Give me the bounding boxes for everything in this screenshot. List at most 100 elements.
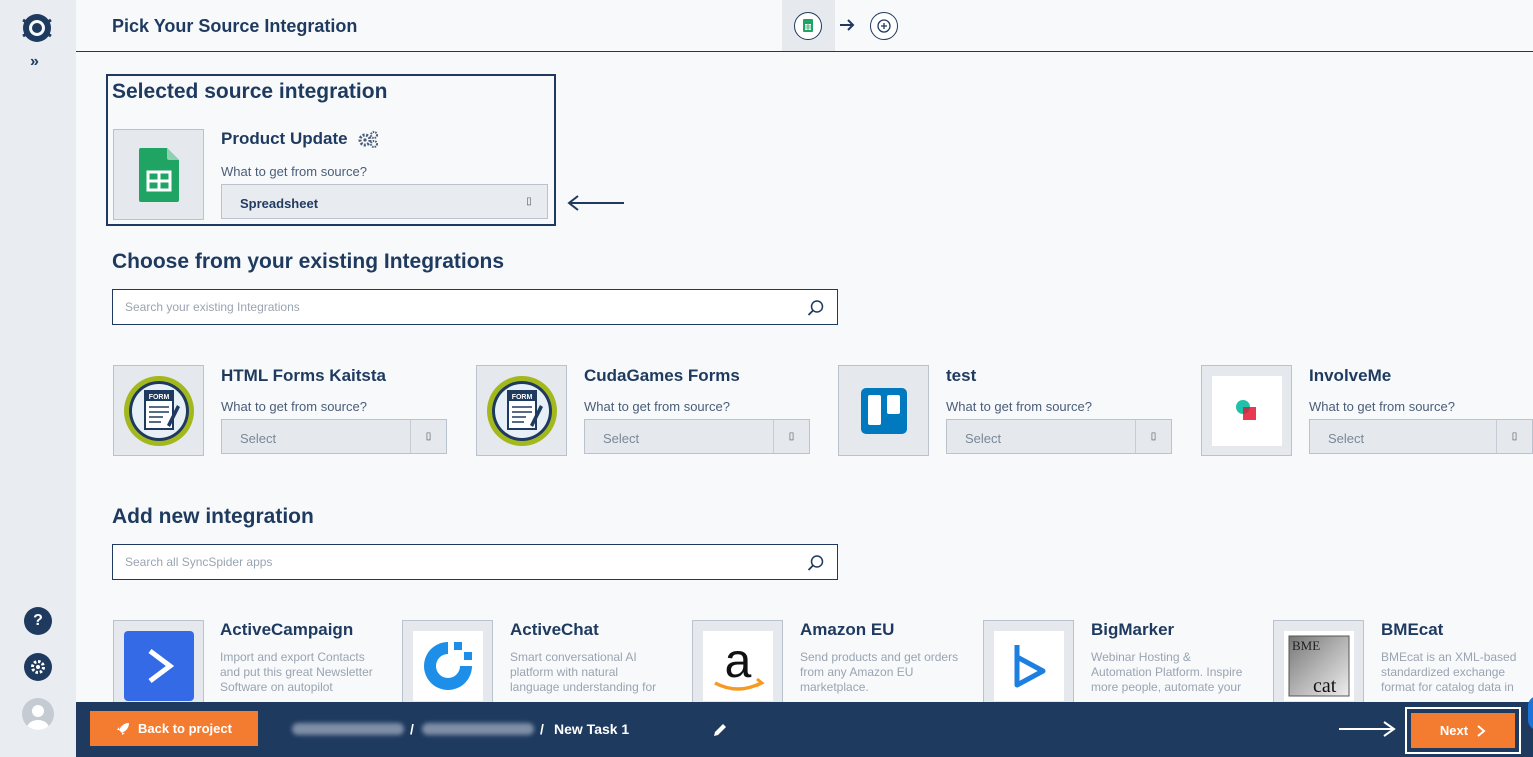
app-tile-bmecat[interactable]: BME cat [1273,620,1364,711]
existing-name: test [946,366,977,385]
selected-source-value: Spreadsheet [240,196,319,211]
existing-name: InvolveMe [1309,366,1392,385]
bottom-bar: Back to project / / New Task 1 Next [76,696,1533,757]
existing-what-label: What to get from source? [1309,399,1455,414]
existing-select-dropdown[interactable]: Select ▯ [946,419,1172,454]
dropdown-caret-icon: ▯ [526,196,532,207]
dropdown-caret-icon: ▯ [773,420,809,453]
involveme-icon [1235,399,1256,420]
google-sheets-step-icon[interactable] [794,12,822,40]
app-tile-activechat[interactable] [402,620,493,711]
user-avatar[interactable] [22,698,54,730]
step-indicator [782,0,907,51]
selected-integration-name: Product Update [221,129,348,148]
app-description: Webinar Hosting & Automation Platform. I… [1091,650,1243,694]
existing-tile-test[interactable] [838,365,929,456]
settings-cogs-icon[interactable] [357,130,379,148]
trello-icon [860,387,907,434]
app-name: BigMarker [1091,620,1175,639]
help-icon[interactable]: ? [24,607,52,635]
breadcrumb-separator: / [540,721,544,737]
svg-text:cat: cat [1313,675,1337,697]
app-name: BMEcat [1381,620,1444,639]
select-placeholder: Select [1328,431,1365,446]
form-icon: FORM [486,375,557,446]
chat-widget-tab[interactable] [1528,696,1533,730]
existing-what-label: What to get from source? [946,399,1092,414]
activecampaign-icon [123,630,194,701]
amazon-icon: a [713,635,765,691]
project-name-redacted [292,723,404,735]
svg-text:FORM: FORM [511,394,532,401]
dropdown-caret-icon: ▯ [1496,420,1532,453]
annotation-arrow-right-icon [1339,721,1396,737]
bigmarker-icon [1014,644,1045,687]
next-button[interactable]: Next [1411,713,1515,748]
back-to-project-button[interactable]: Back to project [90,711,258,746]
chevron-right-icon [1477,724,1486,737]
existing-what-label: What to get from source? [584,399,730,414]
next-button-highlight: Next [1405,707,1521,754]
sidebar: » ? [0,0,76,757]
next-label: Next [1439,723,1469,738]
app-tile-bigmarker[interactable] [983,620,1074,711]
google-sheets-icon [138,147,179,202]
existing-integrations-search[interactable] [112,289,838,325]
existing-tile-involveme[interactable] [1201,365,1292,456]
top-bar: Pick Your Source Integration [76,0,1533,52]
app-name: ActiveCampaign [220,620,354,639]
add-new-integration-heading: Add new integration [112,505,314,528]
expand-sidebar-button[interactable]: » [30,53,39,70]
app-description: Send products and get orders from any Am… [800,650,959,694]
settings-gear-icon[interactable] [24,653,52,681]
add-target-step-icon[interactable] [870,12,898,40]
app-description: BMEcat is an XML-based standardized exch… [1381,650,1517,694]
arrow-right-icon [840,19,855,31]
existing-what-label: What to get from source? [221,399,367,414]
dropdown-caret-icon: ▯ [1135,420,1171,453]
selected-source-heading: Selected source integration [112,80,388,103]
annotation-arrow-left-icon [567,195,624,211]
svg-text:BME: BME [1292,638,1320,653]
existing-select-dropdown[interactable]: Select ▯ [221,419,447,454]
selected-source-dropdown[interactable]: Spreadsheet ▯ [221,184,548,219]
svg-text:a: a [724,635,751,688]
selected-what-label: What to get from source? [221,164,367,179]
svg-text:FORM: FORM [148,394,169,401]
existing-integrations-heading: Choose from your existing Integrations [112,250,505,273]
all-apps-search[interactable] [112,544,838,580]
rocket-icon [117,722,130,735]
app-description: Smart conversational AI platform with na… [510,650,657,694]
select-placeholder: Select [240,431,277,446]
activechat-icon [423,641,472,690]
app-name: ActiveChat [510,620,599,639]
existing-select-dropdown[interactable]: Select ▯ [1309,419,1533,454]
existing-search-input[interactable] [125,298,785,316]
dropdown-caret-icon: ▯ [410,420,446,453]
page-title: Pick Your Source Integration [112,16,358,36]
existing-tile-cudagames-forms[interactable]: FORM [476,365,567,456]
app-tile-activecampaign[interactable] [113,620,204,711]
existing-select-dropdown[interactable]: Select ▯ [584,419,810,454]
app-tile-amazon-eu[interactable]: a [692,620,783,711]
existing-name: HTML Forms Kaitsta [221,366,386,385]
select-placeholder: Select [965,431,1002,446]
bmecat-icon: BME cat [1288,635,1349,697]
existing-tile-html-forms[interactable]: FORM [113,365,204,456]
breadcrumb-separator: / [410,721,414,737]
search-icon[interactable] [807,299,825,317]
select-placeholder: Select [603,431,640,446]
edit-pencil-icon[interactable] [712,722,728,738]
search-icon[interactable] [807,554,825,572]
syncspider-logo-icon[interactable] [20,12,54,44]
selected-source-highlight [106,74,556,226]
back-to-project-label: Back to project [138,721,232,736]
app-name: Amazon EU [800,620,895,639]
selected-integration-tile[interactable] [113,129,204,220]
form-icon: FORM [123,375,194,446]
existing-name: CudaGames Forms [584,366,740,385]
app-description: Import and export Contacts and put this … [220,650,373,694]
workspace-name-redacted [422,723,534,735]
task-name: New Task 1 [554,721,630,737]
all-apps-search-input[interactable] [125,553,785,571]
